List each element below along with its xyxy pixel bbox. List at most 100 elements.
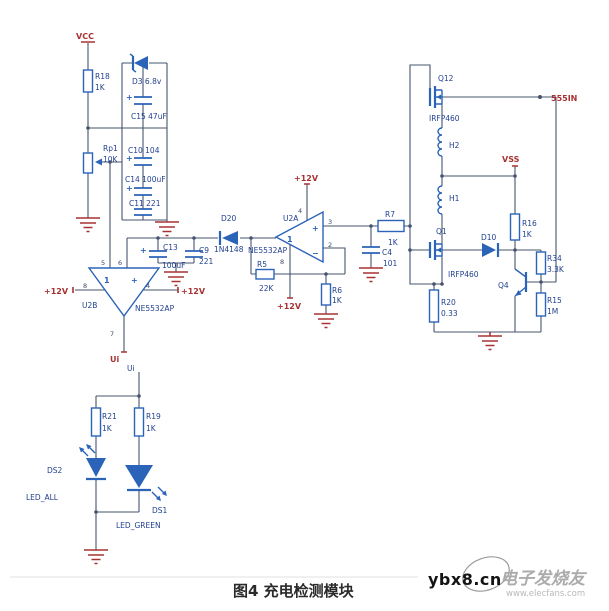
watermark-site: ybx8.cn	[428, 570, 502, 589]
q12-part: IRFP460	[429, 114, 460, 123]
ds1-name: LED_GREEN	[116, 521, 161, 530]
c14-label: C14 100uF	[125, 175, 166, 184]
figure-caption: 图4 充电检测模块	[233, 582, 355, 600]
zener-d3	[129, 53, 148, 73]
c14-plus: +	[126, 184, 133, 193]
opamp-u2a	[274, 210, 324, 264]
resistor-r19	[133, 407, 145, 437]
capacitor-c15	[134, 96, 152, 105]
resistor-r34	[535, 251, 547, 275]
watermark-url: www.elecfans.com	[506, 589, 585, 599]
u2a-part: NE5532AP	[248, 246, 288, 255]
c10-plus: +	[126, 154, 133, 163]
ds1-label: DS1	[152, 506, 168, 515]
c11-label: C11 221	[129, 199, 161, 208]
u2b-pin5: 5	[101, 259, 105, 267]
h1-label: H1	[449, 194, 460, 203]
capacitor-c4	[362, 246, 380, 254]
vss-label: VSS	[502, 155, 520, 164]
u2b-v+-right: +12V	[181, 287, 206, 296]
resistor-r21	[90, 407, 102, 437]
u2b-plus: +	[131, 276, 138, 285]
c9-value: 221	[199, 257, 214, 266]
ds2-name: LED_ALL	[26, 493, 59, 502]
c13-plus: +	[140, 246, 147, 255]
r19-value: 1K	[146, 424, 157, 433]
led-ds1	[125, 465, 167, 501]
mosfet-q1	[428, 240, 443, 260]
mosfet-q12	[428, 86, 443, 108]
capacitor-c9	[185, 250, 203, 258]
diode-d20	[218, 231, 238, 245]
u2a-plus: +	[312, 224, 319, 233]
d10-label: D10	[481, 233, 497, 242]
r16-value: 1K	[522, 230, 533, 239]
u2b-gain: 1	[104, 276, 110, 285]
555in-net-label: 555IN	[551, 94, 577, 103]
resistor-r18	[82, 69, 94, 93]
r18-value: 1K	[95, 83, 106, 92]
c13-label: C13	[163, 243, 178, 252]
resistor-r5	[255, 268, 275, 280]
resistor-r15	[535, 292, 547, 317]
d20-label: D20	[221, 214, 237, 223]
r7-label: R7	[385, 210, 395, 219]
r20-value: 0.33	[441, 309, 458, 318]
capacitor-c10	[134, 157, 152, 166]
r20-label: R20	[441, 298, 456, 307]
u2b-pin7: 7	[110, 330, 114, 338]
rp1-value: 10K	[103, 155, 119, 164]
power-ticks	[72, 41, 518, 353]
d3-label: D3 6.8v	[132, 77, 162, 86]
r21-label: R21	[102, 412, 117, 421]
u2a-pin3: 3	[328, 218, 332, 226]
r6-label: R6	[332, 286, 342, 295]
u2a-gain: 1	[287, 235, 293, 244]
q12-label: Q12	[438, 74, 454, 83]
q1-part: IRFP460	[448, 270, 479, 279]
transistor-q4	[514, 268, 528, 297]
potentiometer-rp1	[82, 152, 102, 174]
u2a-pin8: 8	[280, 258, 284, 266]
u2b-label: U2B	[82, 301, 97, 310]
component-labels: VCC R18 1K Rp1 10K D3 6.8v C15 47uF C10 …	[26, 32, 577, 530]
c10-label: C10 104	[128, 146, 160, 155]
inductor-h1	[437, 185, 443, 215]
wires	[75, 43, 557, 550]
c4-label: C4	[382, 248, 392, 257]
r5-value: 22K	[259, 284, 275, 293]
r5-label: R5	[257, 260, 267, 269]
opamp-u2b	[87, 267, 161, 318]
capacitor-c14	[134, 187, 152, 196]
ui-net-label: Ui	[110, 355, 119, 364]
led-ds2	[79, 444, 106, 481]
resistor-r16	[509, 213, 521, 241]
u2a-pin2: 2	[328, 241, 332, 249]
u2b-part: NE5532AP	[135, 304, 175, 313]
u2b-pin6: 6	[118, 259, 122, 267]
u2a-pin4: 4	[298, 207, 302, 215]
r19-label: R19	[146, 412, 161, 421]
watermark-swoosh-icon	[462, 556, 510, 592]
r7-value: 1K	[388, 238, 399, 247]
diode-d10	[482, 243, 500, 257]
ui-feed-label: Ui	[127, 364, 135, 373]
u2b-v+-left: +12V	[44, 287, 69, 296]
c4-value: 101	[383, 259, 398, 268]
vcc-label: VCC	[76, 32, 94, 41]
c15-label: C15 47uF	[131, 112, 167, 121]
q1-label: Q1	[436, 227, 447, 236]
r6-value: 1K	[332, 296, 343, 305]
watermark: ybx8.cn 电子发烧友 www.elecfans.com	[428, 556, 588, 599]
inductor-h2	[437, 127, 443, 157]
h2-label: H2	[449, 141, 460, 150]
r15-value: 1M	[547, 307, 558, 316]
u2a-v+-top: +12V	[294, 174, 319, 183]
c9-label: C9	[199, 246, 209, 255]
u2b-pin4: 4	[146, 282, 150, 290]
ground-symbols	[76, 217, 502, 565]
r15-label: R15	[547, 296, 562, 305]
rp1-label: Rp1	[103, 144, 118, 153]
